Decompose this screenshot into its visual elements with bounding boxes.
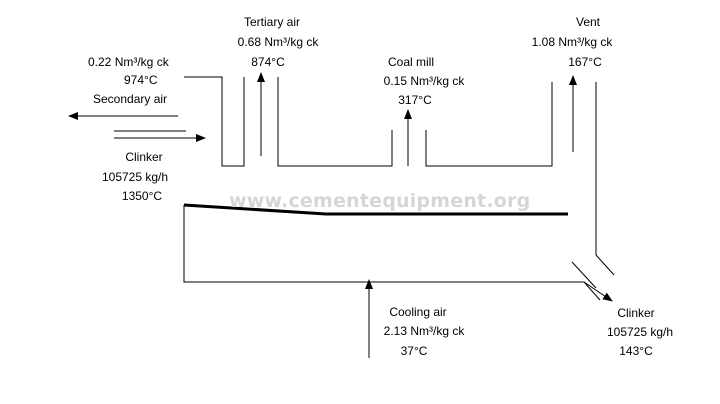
cooling-air-label: Cooling air: [389, 305, 447, 319]
clinker-out-label: Clinker: [617, 306, 655, 320]
vent-temp: 167°C: [568, 55, 602, 69]
coal-mill-label: Coal mill: [387, 55, 435, 69]
discharge-chute-b: [595, 254, 615, 276]
clinker-out-temp: 143°C: [619, 344, 653, 358]
tertiary-air-label: Tertiary air: [243, 15, 301, 29]
secondary-air-temp: 974°C: [124, 73, 158, 87]
clinker-in-label: Clinker: [125, 150, 163, 164]
vent-flow: 1.08 Nm³/kg ck: [531, 35, 613, 49]
cooler-hood-outline: [184, 76, 553, 167]
hood-top-right: [425, 82, 553, 167]
secondary-air-flow: 0.22 Nm³/kg ck: [88, 55, 169, 69]
hood-top-middle: [277, 77, 393, 167]
clinker-in-flow: 105725 kg/h: [101, 170, 169, 184]
cooler-casing: [183, 82, 615, 301]
watermark: www.cementequipment.org: [229, 190, 531, 212]
tertiary-air-flow: 0.68 Nm³/kg ck: [237, 35, 319, 49]
flow-arrows: [68, 72, 613, 358]
hood-left-wall: [184, 76, 245, 167]
tertiary-air-temp: 874°C: [251, 55, 285, 69]
secondary-air-label: Secondary air: [93, 92, 168, 106]
cooling-air-flow: 2.13 Nm³/kg ck: [383, 324, 465, 338]
casing-bottom: [183, 205, 601, 301]
cooling-air-temp: 37°C: [400, 344, 428, 358]
cooler-grate: [183, 203, 568, 216]
vent-label: Vent: [575, 15, 601, 29]
clinker-in-temp: 1350°C: [121, 189, 163, 203]
discharge-chute-a: [571, 261, 597, 289]
coal-mill-flow: 0.15 Nm³/kg ck: [383, 74, 465, 88]
grate-sloped: [183, 203, 327, 216]
clinker-out-arrow: [583, 281, 613, 302]
coal-mill-temp: 317°C: [398, 93, 432, 107]
clinker-out-flow: 105725 kg/h: [606, 325, 674, 339]
